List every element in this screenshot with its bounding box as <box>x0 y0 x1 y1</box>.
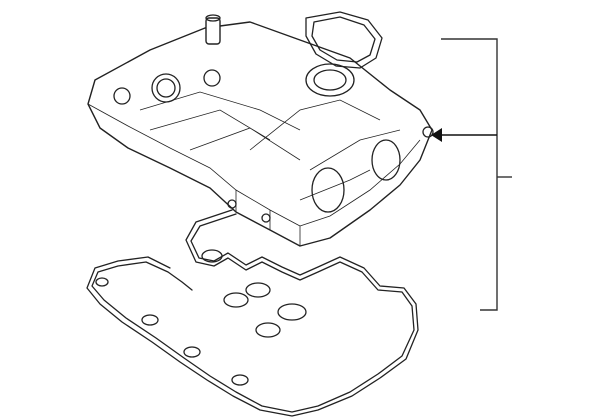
valve-cover-gasket <box>86 209 419 417</box>
callout-bracket <box>431 38 512 311</box>
oil-filler-seal <box>305 11 383 69</box>
arrow-head-icon <box>431 128 442 142</box>
valve-cover <box>87 14 434 247</box>
